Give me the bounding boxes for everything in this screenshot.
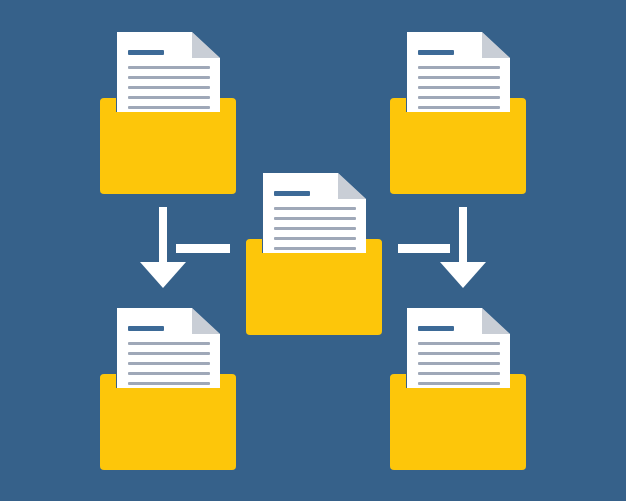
folder-top-right (390, 32, 526, 194)
folder-with-document-icon (100, 32, 236, 194)
arrow-shaft (159, 207, 167, 265)
folder-with-document-icon (246, 173, 382, 335)
arrow-shaft (459, 207, 467, 265)
folder-with-document-icon (390, 308, 526, 470)
arrow-head (140, 262, 186, 288)
arrow-connector (176, 244, 230, 253)
folder-with-document-icon (390, 32, 526, 194)
folder-bottom-right (390, 308, 526, 470)
bent-down-arrow-icon (398, 207, 486, 288)
arrow-head (440, 262, 486, 288)
arrow-connector (398, 244, 450, 253)
folder-top-left (100, 32, 236, 194)
bent-down-arrow-icon (140, 207, 230, 288)
folder-bottom-left (100, 308, 236, 470)
folder-center (246, 173, 382, 335)
folder-with-document-icon (100, 308, 236, 470)
